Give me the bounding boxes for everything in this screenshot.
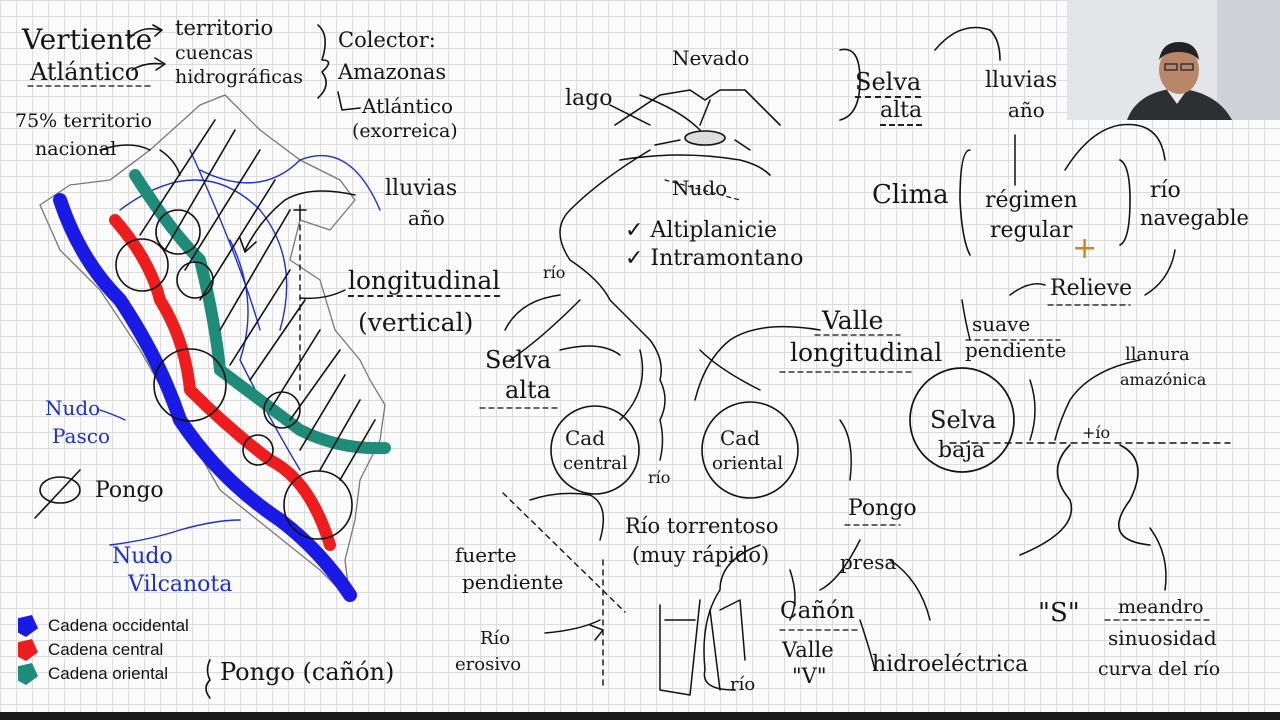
note-sinuosidad: sinuosidad bbox=[1108, 626, 1217, 650]
note-intramontano: ✓ Intramontano bbox=[625, 246, 804, 271]
note-rio-torrentoso: Río torrentoso bbox=[625, 514, 779, 538]
note-rio-1: río bbox=[543, 263, 566, 282]
note-meandro: meandro bbox=[1118, 596, 1204, 618]
note-regimen: régimen bbox=[985, 188, 1078, 213]
canyon-sketch bbox=[659, 599, 746, 696]
note-lluvias: lluvias bbox=[385, 176, 458, 201]
note-colector: Colector: bbox=[338, 28, 436, 52]
note-s-letter: "S" bbox=[1038, 598, 1080, 628]
legend-swatch bbox=[18, 663, 38, 685]
note-altiplanicie: ✓ Altiplanicie bbox=[625, 218, 778, 243]
legend-label: Cadena occidental bbox=[48, 616, 189, 635]
note-pongo-canon: Pongo (cañón) bbox=[220, 658, 395, 686]
note-selva-alta-center-2: alta bbox=[505, 376, 551, 404]
note-nevado: Nevado bbox=[672, 46, 750, 70]
note-nacional: nacional bbox=[35, 138, 117, 160]
note-rio-5: río bbox=[1150, 178, 1181, 203]
note-relieve: Relieve bbox=[1050, 276, 1133, 301]
webcam-video bbox=[1067, 0, 1280, 120]
legend-item-occidental: Cadena occidental bbox=[18, 614, 189, 638]
note-suave: suave bbox=[972, 312, 1031, 336]
note-rio-2: río bbox=[648, 468, 671, 487]
note-selva-alta-center-1: Selva bbox=[485, 346, 552, 374]
note-erosivo: erosivo bbox=[455, 654, 522, 675]
note-nudo: Nudo bbox=[672, 176, 728, 200]
note-lluvias-right: lluvias bbox=[985, 68, 1058, 93]
note-valle: Valle bbox=[822, 306, 884, 335]
note-nudo-vilcanota-1: Nudo bbox=[112, 544, 173, 569]
note-amazonica: amazónica bbox=[1120, 370, 1207, 389]
legend-item-oriental: Cadena oriental bbox=[18, 662, 189, 686]
legend-label: Cadena oriental bbox=[48, 664, 169, 683]
note-curva: curva del río bbox=[1098, 658, 1221, 680]
note-75pct: 75% territorio bbox=[15, 110, 153, 132]
note-lago: lago bbox=[565, 86, 613, 111]
note-anio-right: año bbox=[1008, 98, 1045, 122]
hatch-lines bbox=[139, 119, 376, 481]
legend-swatch bbox=[18, 615, 38, 637]
note-valle-v-2: "V" bbox=[792, 664, 827, 688]
note-valle-v-1: Valle bbox=[782, 638, 834, 662]
note-nudo-vilcanota-2: Vilcanota bbox=[128, 572, 233, 597]
note-cuencas: cuencas bbox=[175, 42, 254, 64]
note-anio: año bbox=[408, 206, 445, 230]
cursor-plus: + bbox=[1072, 231, 1097, 266]
mountain-sketch bbox=[614, 89, 781, 176]
knot-circle bbox=[115, 238, 169, 292]
legend-item-central: Cadena central bbox=[18, 638, 189, 662]
note-hidrograficas: hidrográficas bbox=[175, 66, 303, 88]
note-rio-4: río bbox=[730, 674, 756, 695]
note-canon: Cañón bbox=[780, 598, 855, 624]
note-rio-right: +ío bbox=[1082, 423, 1111, 442]
meander-curve bbox=[1019, 444, 1151, 556]
note-atlantico2: Atlántico bbox=[362, 94, 454, 118]
note-selva-baja-1: Selva bbox=[930, 406, 997, 434]
legend-swatch bbox=[18, 639, 38, 661]
note-longitudinal: longitudinal bbox=[348, 266, 501, 297]
note-llanura: llanura bbox=[1125, 344, 1190, 365]
cadena-oriental bbox=[129, 169, 391, 455]
note-atlantico: Atlántico bbox=[30, 58, 140, 86]
note-cad-central-1: Cad bbox=[565, 426, 606, 450]
note-hidroelectrica: hidroeléctrica bbox=[872, 652, 1029, 677]
note-amazonas: Amazonas bbox=[338, 60, 447, 84]
note-exorreica: (exorreica) bbox=[352, 120, 458, 142]
note-selva-alta-right-2: alta bbox=[880, 100, 923, 126]
note-cad-oriental-1: Cad bbox=[720, 426, 761, 450]
note-pongo: Pongo bbox=[95, 478, 164, 503]
note-fuerte: fuerte bbox=[455, 543, 517, 567]
note-presa: presa bbox=[840, 550, 897, 574]
note-valle-longitudinal: longitudinal bbox=[790, 338, 943, 367]
note-cad-central-2: central bbox=[563, 453, 628, 474]
note-territorio: territorio bbox=[175, 16, 274, 40]
note-pendiente-2: pendiente bbox=[965, 338, 1067, 362]
bottom-border bbox=[0, 712, 1280, 720]
note-pongo-2: Pongo bbox=[848, 496, 917, 521]
legend: Cadena occidental Cadena central Cadena … bbox=[18, 614, 189, 686]
cadena-central bbox=[109, 214, 336, 551]
note-nudo-pasco-1: Nudo bbox=[45, 396, 101, 420]
legend-label: Cadena central bbox=[48, 640, 164, 659]
note-vertiente: Vertiente bbox=[22, 23, 153, 56]
note-clima: Clima bbox=[872, 180, 949, 210]
note-rio-3: Río bbox=[480, 628, 511, 649]
note-pendiente: pendiente bbox=[462, 570, 564, 594]
note-selva-alta-right-1: Selva bbox=[855, 68, 922, 98]
note-regular: regular bbox=[990, 218, 1073, 243]
river-path bbox=[559, 149, 666, 461]
river-lines bbox=[119, 149, 381, 471]
note-cad-oriental-2: oriental bbox=[712, 453, 784, 474]
note-nudo-pasco-2: Pasco bbox=[52, 424, 110, 448]
note-vertical: (vertical) bbox=[358, 308, 474, 337]
note-selva-baja-2: baja bbox=[938, 438, 986, 463]
note-navegable: navegable bbox=[1140, 206, 1249, 230]
note-muy-rapido: (muy rápido) bbox=[632, 543, 770, 567]
peru-map-outline bbox=[39, 94, 386, 601]
webcam-presenter bbox=[1067, 0, 1280, 120]
